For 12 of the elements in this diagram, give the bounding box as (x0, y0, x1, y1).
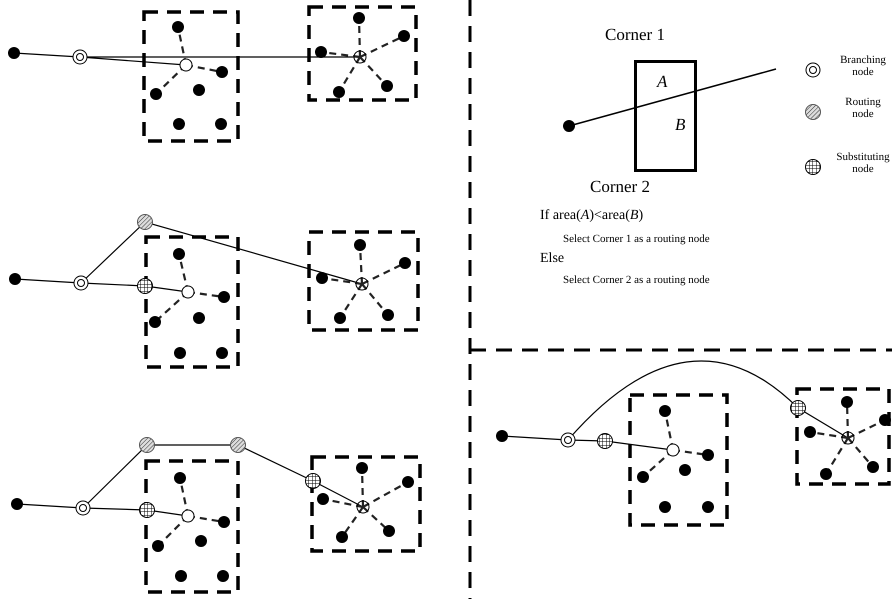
condition-text: If area(A)<area(B) (540, 208, 644, 224)
corner-label: Corner 2 (590, 178, 650, 197)
condition-text: Select Corner 1 as a routing node (563, 233, 710, 246)
rectangle-box (634, 60, 697, 172)
corner-label: Corner 1 (605, 26, 665, 45)
condition-text: Else (540, 251, 564, 266)
region-label: B (675, 116, 686, 135)
region-label: A (657, 73, 668, 92)
legend-label: Routing node (844, 96, 882, 120)
condition-text: Select Corner 2 as a routing node (563, 274, 710, 286)
legend-label: Substituting node (835, 151, 891, 176)
legend-label: Branching node (839, 54, 887, 78)
